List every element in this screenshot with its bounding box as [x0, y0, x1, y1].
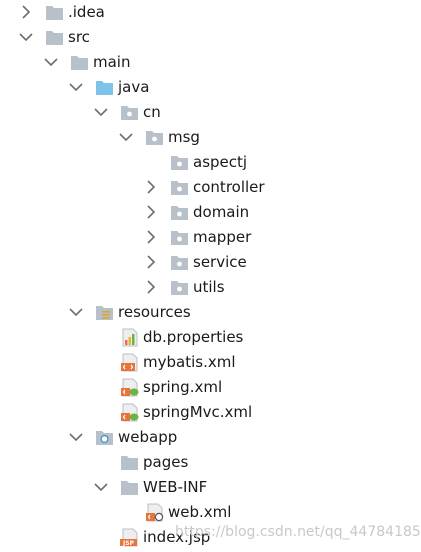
web-xml-file-icon — [146, 503, 164, 522]
tree-item-label: db.properties — [143, 328, 244, 346]
tree-item-label: cn — [143, 103, 161, 121]
chevron-right-icon[interactable] — [142, 228, 160, 246]
tree-item-label: aspectj — [193, 153, 248, 171]
tree-item-java[interactable]: java — [0, 75, 413, 100]
tree-item-src[interactable]: src — [0, 25, 413, 50]
chevron-down-icon[interactable] — [67, 428, 85, 446]
resources-folder-icon — [96, 306, 113, 320]
package-icon — [171, 256, 188, 270]
tree-item-utils[interactable]: utils — [0, 275, 413, 300]
tree-item-msg[interactable]: msg — [0, 125, 413, 150]
web-folder-icon — [96, 431, 113, 445]
folder-icon — [46, 31, 63, 45]
chevron-right-icon[interactable] — [142, 178, 160, 196]
tree-item-label: controller — [193, 178, 265, 196]
tree-item-domain[interactable]: domain — [0, 200, 413, 225]
package-icon — [171, 181, 188, 195]
tree-item-label: WEB-INF — [143, 478, 208, 496]
tree-item-label: utils — [193, 278, 225, 296]
tree-item-mapper[interactable]: mapper — [0, 225, 413, 250]
jsp-file-icon: JSP — [120, 528, 138, 547]
chevron-down-icon[interactable] — [17, 28, 35, 46]
tree-item-label: service — [193, 253, 247, 271]
tree-item-db-properties[interactable]: db.properties — [0, 325, 413, 350]
tree-item-label: web.xml — [168, 503, 232, 521]
xml-file-icon — [121, 353, 138, 372]
spring-xml-file-icon — [121, 403, 139, 422]
tree-item-label: webapp — [118, 428, 178, 446]
tree-item-label: index.jsp — [143, 528, 211, 546]
chevron-right-icon[interactable] — [142, 253, 160, 271]
tree-item-index-jsp[interactable]: JSP index.jsp — [0, 525, 413, 550]
tree-item-label: main — [93, 53, 131, 71]
chevron-right-icon[interactable] — [142, 278, 160, 296]
chevron-down-icon[interactable] — [67, 303, 85, 321]
tree-item-label: .idea — [68, 3, 105, 21]
folder-icon — [121, 481, 138, 495]
chevron-down-icon[interactable] — [117, 128, 135, 146]
watermark: https://blog.csdn.net/qq_44784185 — [175, 524, 421, 540]
chevron-down-icon[interactable] — [92, 478, 110, 496]
package-icon — [171, 231, 188, 245]
tree-item-cn[interactable]: cn — [0, 100, 413, 125]
tree-item-label: mybatis.xml — [143, 353, 236, 371]
tree-item-pages[interactable]: pages — [0, 450, 413, 475]
tree-item-spring-xml[interactable]: spring.xml — [0, 375, 413, 400]
tree-item-web-xml[interactable]: web.xml — [0, 500, 413, 525]
chevron-right-icon[interactable] — [142, 203, 160, 221]
package-icon — [146, 131, 163, 145]
spring-xml-file-icon — [121, 378, 139, 397]
folder-icon — [71, 56, 88, 70]
tree-item-label: springMvc.xml — [143, 403, 253, 421]
tree-item-main[interactable]: main — [0, 50, 413, 75]
tree-item-webapp[interactable]: webapp — [0, 425, 413, 450]
tree-item-springmvc-xml[interactable]: springMvc.xml — [0, 400, 413, 425]
tree-item-service[interactable]: service — [0, 250, 413, 275]
tree-item-idea[interactable]: .idea — [0, 0, 413, 25]
tree-item-label: msg — [168, 128, 200, 146]
package-icon — [171, 281, 188, 295]
chevron-down-icon[interactable] — [42, 53, 60, 71]
package-icon — [171, 156, 188, 170]
chevron-right-icon[interactable] — [17, 3, 35, 21]
tree-item-label: domain — [193, 203, 250, 221]
tree-item-resources[interactable]: resources — [0, 300, 413, 325]
package-icon — [121, 106, 138, 120]
tree-item-label: java — [118, 78, 150, 96]
tree-item-web-inf[interactable]: WEB-INF — [0, 475, 413, 500]
chevron-down-icon[interactable] — [67, 78, 85, 96]
svg-text:JSP: JSP — [122, 540, 135, 547]
tree-item-mybatis-xml[interactable]: mybatis.xml — [0, 350, 413, 375]
properties-file-icon — [122, 328, 138, 347]
folder-icon — [46, 6, 63, 20]
tree-item-label: pages — [143, 453, 189, 471]
tree-item-label: mapper — [193, 228, 252, 246]
chevron-down-icon[interactable] — [92, 103, 110, 121]
tree-item-label: resources — [118, 303, 191, 321]
package-icon — [171, 206, 188, 220]
tree-item-label: src — [68, 28, 90, 46]
tree-item-aspectj[interactable]: aspectj — [0, 150, 413, 175]
tree-item-label: spring.xml — [143, 378, 223, 396]
tree-item-controller[interactable]: controller — [0, 175, 413, 200]
folder-icon — [121, 456, 138, 470]
source-folder-icon — [96, 81, 113, 95]
